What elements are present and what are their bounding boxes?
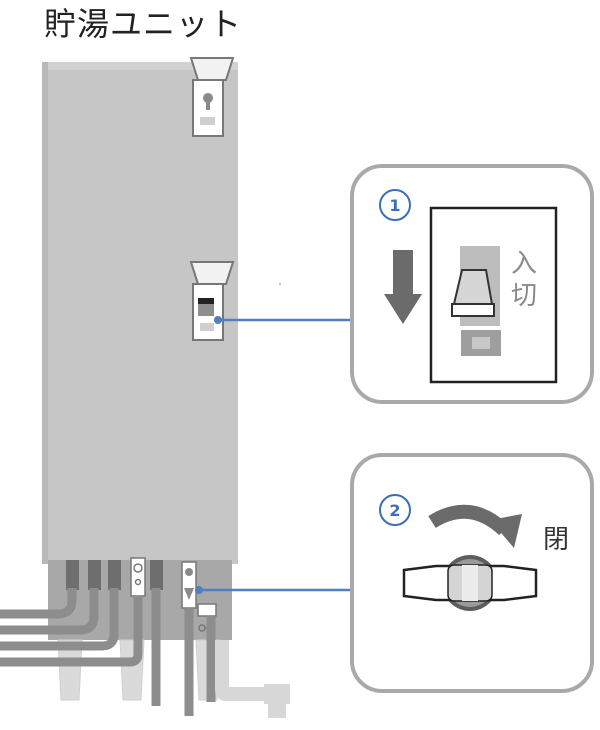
leader-lines: [195, 316, 352, 594]
step-number: 1: [389, 196, 400, 215]
arrow-down-icon: [384, 250, 422, 324]
switch-lever-icon: [451, 269, 495, 317]
valve-handle-icon: [402, 555, 538, 611]
switch-label-off: 切: [511, 281, 537, 311]
middle-breaker-box: [189, 261, 235, 341]
piping: [0, 588, 216, 716]
switch-label-on: 入: [511, 249, 537, 279]
step-number-badge: [379, 494, 411, 526]
step-number-badge: [379, 189, 411, 221]
curved-arrow-icon: [428, 504, 522, 548]
step-number: 2: [389, 501, 400, 520]
callout-1-panel: 1 入 切: [350, 164, 594, 404]
storage-unit: [42, 57, 238, 701]
page-title: 貯湯ユニット: [44, 5, 243, 43]
top-breaker-box: [189, 57, 235, 137]
drain-pipe: [215, 640, 290, 718]
valve-close-label: 閉: [543, 525, 569, 555]
breaker-switch: 入 切: [429, 206, 558, 384]
callout-2-panel: 2 閉: [350, 453, 594, 693]
